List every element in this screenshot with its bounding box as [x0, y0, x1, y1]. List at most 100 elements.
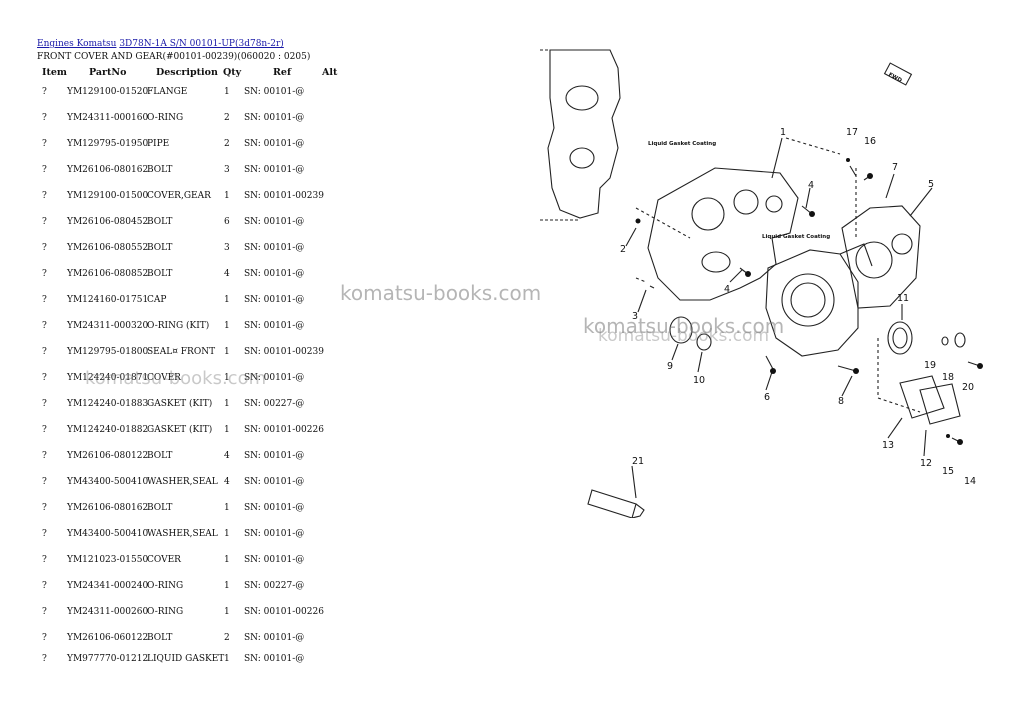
- bolt-4b-head: [745, 271, 751, 277]
- right-housing-bore: [855, 241, 893, 279]
- breadcrumb-link-engines[interactable]: Engines Komatsu: [37, 39, 117, 49]
- cell-qty: 1: [224, 503, 230, 513]
- cell-qty: 1: [224, 295, 230, 305]
- engine-block-outline: [547, 49, 621, 219]
- header-partno: PartNo: [89, 67, 127, 78]
- breadcrumb: Engines Komatsu 3D78N-1A S/N 00101-UP(3d…: [37, 39, 284, 49]
- cell-partno: YM124240-01883: [67, 399, 149, 409]
- callout-4b: 4: [808, 180, 814, 191]
- callout-19: 19: [924, 360, 936, 371]
- plate-hole: [733, 189, 759, 215]
- cell-description: BOLT: [147, 503, 173, 513]
- cell-ref: SN: 00101-@: [244, 321, 305, 331]
- leader-line: [855, 168, 921, 413]
- cell-partno: YM129100-01500: [67, 191, 149, 201]
- cell-qty: 1: [224, 555, 230, 565]
- cell-item: ?: [42, 451, 47, 461]
- callout-3: 3: [632, 311, 638, 322]
- leader-6: [765, 371, 773, 391]
- cap-3: [649, 285, 655, 289]
- fwd-label: FWD: [887, 72, 903, 84]
- cell-item: ?: [42, 555, 47, 565]
- note-liquid-gasket: Liquid Gasket Coating: [648, 141, 716, 147]
- cell-description: WASHER,SEAL: [147, 477, 218, 487]
- cell-ref: SN: 00101-00226: [244, 607, 324, 617]
- cell-partno: YM26106-080122: [67, 451, 149, 461]
- cell-item: ?: [42, 503, 47, 513]
- callout-1: 1: [780, 127, 786, 138]
- cell-partno: YM26106-080452: [67, 217, 149, 227]
- cell-partno: YM129100-01520: [67, 87, 149, 97]
- leader-7: [885, 173, 895, 199]
- engine-bore: [569, 147, 595, 169]
- cell-item: ?: [42, 581, 47, 591]
- cell-ref: SN: 00101-@: [244, 477, 305, 487]
- cell-description: FLANGE: [147, 87, 188, 97]
- cell-description: BOLT: [147, 269, 173, 279]
- cell-partno: YM129795-01950: [67, 139, 149, 149]
- cell-description: PIPE: [147, 139, 170, 149]
- cell-qty: 1: [224, 654, 230, 664]
- liquid-gasket-nozzle: [631, 503, 645, 519]
- bolt-8-shank: [837, 365, 857, 372]
- washer-17: [846, 158, 850, 162]
- cell-description: GASKET (KIT): [147, 399, 213, 409]
- cell-partno: YM26106-060122: [67, 633, 149, 643]
- gear-cover-bore: [781, 273, 835, 327]
- oring-2: [635, 218, 641, 224]
- callout-8: 8: [838, 396, 844, 407]
- callout-9: 9: [667, 361, 673, 372]
- cell-partno: YM26106-080162: [67, 165, 149, 175]
- cell-partno: YM129795-01800: [67, 347, 149, 357]
- cell-partno: YM124240-01882: [67, 425, 149, 435]
- cell-description: O-RING: [147, 581, 184, 591]
- cell-partno: YM26106-080552: [67, 243, 149, 253]
- callout-6: 6: [764, 392, 770, 403]
- gear-cover-edge: [839, 243, 873, 267]
- cell-qty: 1: [224, 581, 230, 591]
- cell-item: ?: [42, 477, 47, 487]
- exploded-view-drawing: 1 2 3 4 4 5 6 7 8 9 10 11 12 13 14 15 16…: [540, 49, 983, 519]
- cell-ref: SN: 00101-00226: [244, 425, 324, 435]
- cell-partno: YM26106-080852: [67, 269, 149, 279]
- callout-4: 4: [724, 284, 730, 295]
- cover-12: [919, 383, 961, 425]
- cell-description: LIQUID GASKET: [147, 654, 225, 664]
- cell-description: O-RING: [147, 607, 184, 617]
- breadcrumb-link-model[interactable]: 3D78N-1A S/N 00101-UP(3d78n-2r): [119, 39, 284, 49]
- cell-item: ?: [42, 425, 47, 435]
- front-seal: [887, 321, 913, 355]
- leader-13: [887, 417, 903, 439]
- plate-hole: [765, 195, 783, 213]
- leader-4: [729, 269, 743, 283]
- leader-3: [637, 289, 647, 313]
- bolt-4-head: [809, 211, 815, 217]
- oring-19: [954, 332, 966, 348]
- cell-qty: 4: [224, 451, 230, 461]
- bolt-16-head: [867, 173, 873, 179]
- leader-10: [697, 351, 703, 373]
- cell-description: WASHER,SEAL: [147, 529, 218, 539]
- cell-ref: SN: 00101-@: [244, 451, 305, 461]
- cell-ref: SN: 00101-@: [244, 113, 305, 123]
- washer-15: [946, 434, 950, 438]
- callout-2: 2: [620, 244, 626, 255]
- front-seal-inner: [892, 327, 908, 349]
- cell-partno: YM24311-000320: [67, 321, 149, 331]
- cell-ref: SN: 00101-@: [244, 503, 305, 513]
- cell-qty: 6: [224, 217, 230, 227]
- bolt-8-head: [853, 368, 859, 374]
- callout-5: 5: [928, 179, 934, 190]
- cell-item: ?: [42, 373, 47, 383]
- cell-partno: YM26106-080162: [67, 503, 149, 513]
- cell-description: COVER,GEAR: [147, 191, 211, 201]
